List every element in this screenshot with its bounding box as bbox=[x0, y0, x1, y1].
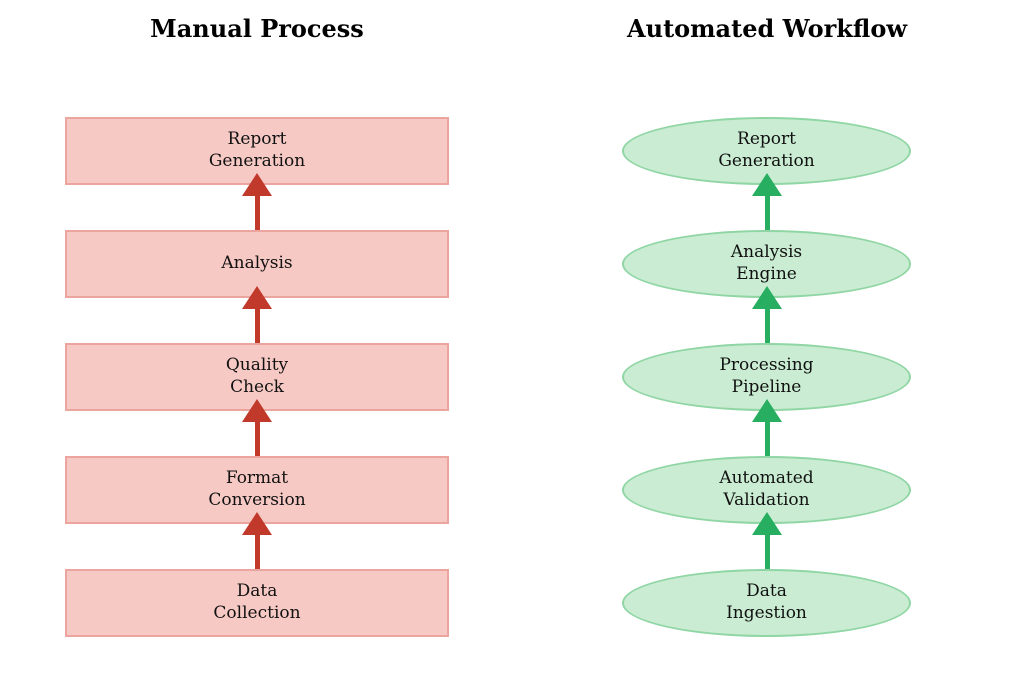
arrow-shaft bbox=[764, 535, 770, 569]
arrow-shaft bbox=[254, 422, 260, 456]
arrowhead bbox=[752, 173, 782, 196]
arrowhead bbox=[752, 512, 782, 535]
automated-workflow-title: Automated Workflow bbox=[627, 14, 907, 43]
up-arrow-icon bbox=[752, 512, 782, 569]
arrowhead bbox=[752, 286, 782, 309]
arrow-shaft bbox=[764, 422, 770, 456]
arrowhead bbox=[242, 173, 272, 196]
up-arrow-icon bbox=[242, 286, 272, 343]
manual-process-title: Manual Process bbox=[150, 14, 364, 43]
automated-step-analysis-engine: Analysis Engine bbox=[622, 230, 911, 298]
arrow-shaft bbox=[254, 196, 260, 230]
up-arrow-icon bbox=[242, 173, 272, 230]
manual-step-analysis: Analysis bbox=[65, 230, 449, 298]
up-arrow-icon bbox=[752, 173, 782, 230]
up-arrow-icon bbox=[752, 399, 782, 456]
arrowhead bbox=[242, 399, 272, 422]
arrowhead bbox=[242, 512, 272, 535]
manual-step-data-collection: Data Collection bbox=[65, 569, 449, 637]
automated-step-data-ingestion: Data Ingestion bbox=[622, 569, 911, 637]
up-arrow-icon bbox=[242, 399, 272, 456]
automated-step-processing-pipeline: Processing Pipeline bbox=[622, 343, 911, 411]
arrow-shaft bbox=[764, 196, 770, 230]
arrow-shaft bbox=[254, 309, 260, 343]
arrowhead bbox=[752, 399, 782, 422]
arrow-shaft bbox=[764, 309, 770, 343]
arrowhead bbox=[242, 286, 272, 309]
up-arrow-icon bbox=[752, 286, 782, 343]
arrow-shaft bbox=[254, 535, 260, 569]
up-arrow-icon bbox=[242, 512, 272, 569]
